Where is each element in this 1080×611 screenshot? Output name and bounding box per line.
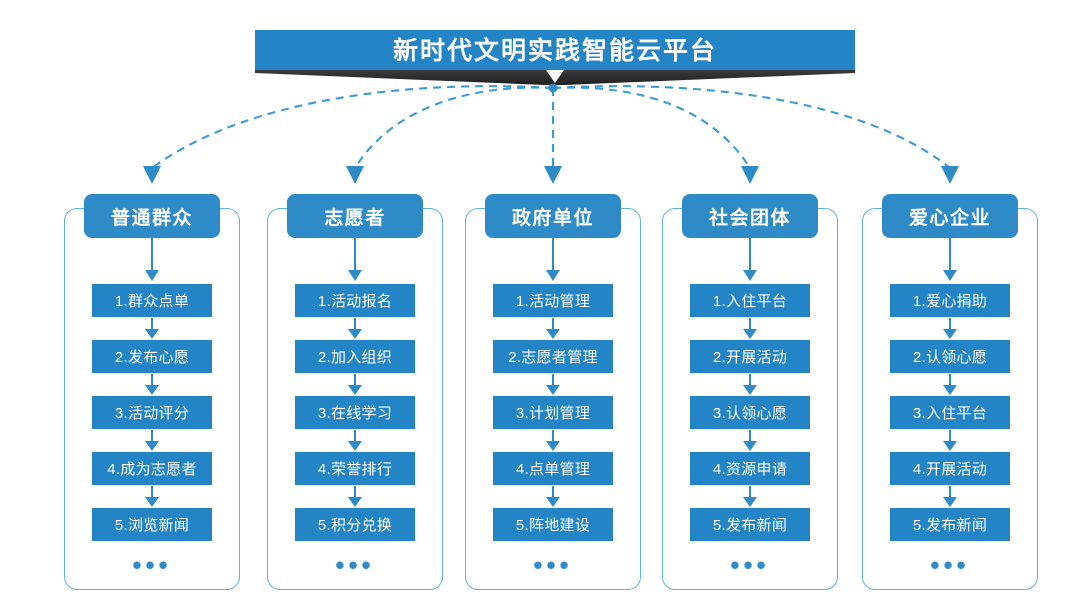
step-arrow-icon: [690, 317, 810, 340]
step-arrow-icon: [295, 429, 415, 452]
connector-arrowhead-2: [346, 166, 364, 184]
step-arrow-icon: [690, 373, 810, 396]
step-arrow-icon: [890, 485, 1010, 508]
step-arrow-icon: [493, 373, 613, 396]
page-title: 新时代文明实践智能云平台: [392, 37, 717, 65]
step-arrow-icon: [295, 317, 415, 340]
step-arrow-icon: [92, 429, 212, 452]
column-group: 普通群众 1.群众点单 2.发布心愿 3.活动评分 4.成为志愿者 5.浏览新闻…: [0, 194, 1080, 594]
step-item[interactable]: 5.发布新闻: [890, 508, 1010, 541]
column-social-group: 社会团体 1.入住平台 2.开展活动 3.认领心愿 4.资源申请 5.发布新闻 …: [654, 194, 846, 594]
header-connector-arrow: [943, 270, 957, 281]
more-items-ellipsis: •••: [335, 550, 375, 580]
more-items-ellipsis: •••: [533, 550, 573, 580]
column-header-4[interactable]: 社会团体: [682, 194, 818, 238]
header-connector-shaft: [552, 238, 554, 272]
step-item[interactable]: 4.资源申请: [690, 452, 810, 485]
step-item[interactable]: 1.活动管理: [493, 284, 613, 317]
header-connector-arrow: [348, 270, 362, 281]
step-item[interactable]: 5.阵地建设: [493, 508, 613, 541]
step-item[interactable]: 1.群众点单: [92, 284, 212, 317]
chevron-down-icon: [546, 70, 564, 83]
connector-to-col-1: [151, 85, 554, 169]
column-header-3[interactable]: 政府单位: [485, 194, 621, 238]
step-arrow-icon: [92, 373, 212, 396]
header-connector-arrow: [145, 270, 159, 281]
connector-to-col-4: [552, 86, 751, 169]
step-arrow-icon: [295, 373, 415, 396]
step-item[interactable]: 3.认领心愿: [690, 396, 810, 429]
header-connector-shaft: [749, 238, 751, 272]
step-item[interactable]: 3.活动评分: [92, 396, 212, 429]
step-list-3: 1.活动管理 2.志愿者管理 3.计划管理 4.点单管理 5.阵地建设 •••: [457, 284, 649, 580]
step-arrow-icon: [890, 373, 1010, 396]
header-connector-shaft: [354, 238, 356, 272]
step-item[interactable]: 4.成为志愿者: [92, 452, 212, 485]
more-items-ellipsis: •••: [730, 550, 770, 580]
step-item[interactable]: 4.点单管理: [493, 452, 613, 485]
step-item[interactable]: 1.活动报名: [295, 284, 415, 317]
step-list-1: 1.群众点单 2.发布心愿 3.活动评分 4.成为志愿者 5.浏览新闻 •••: [56, 284, 248, 580]
connector-to-col-5: [552, 85, 951, 169]
column-caring-enterprise: 爱心企业 1.爱心捐助 2.认领心愿 3.入住平台 4.开展活动 5.发布新闻 …: [854, 194, 1046, 594]
connector-arrowhead-1: [143, 166, 161, 184]
step-item[interactable]: 2.发布心愿: [92, 340, 212, 373]
step-arrow-icon: [493, 317, 613, 340]
column-header-2[interactable]: 志愿者: [287, 194, 423, 238]
step-arrow-icon: [92, 485, 212, 508]
step-item[interactable]: 2.开展活动: [690, 340, 810, 373]
column-ordinary-public: 普通群众 1.群众点单 2.发布心愿 3.活动评分 4.成为志愿者 5.浏览新闻…: [56, 194, 248, 594]
step-item[interactable]: 1.爱心捐助: [890, 284, 1010, 317]
step-item[interactable]: 3.入住平台: [890, 396, 1010, 429]
connector-arrowhead-3: [544, 166, 562, 184]
column-header-1[interactable]: 普通群众: [84, 194, 220, 238]
step-item[interactable]: 4.开展活动: [890, 452, 1010, 485]
step-item[interactable]: 4.荣誉排行: [295, 452, 415, 485]
step-arrow-icon: [690, 485, 810, 508]
step-arrow-icon: [890, 317, 1010, 340]
step-item[interactable]: 2.加入组织: [295, 340, 415, 373]
step-arrow-icon: [690, 429, 810, 452]
step-item[interactable]: 3.在线学习: [295, 396, 415, 429]
header-connector-arrow: [546, 270, 560, 281]
step-item[interactable]: 2.认领心愿: [890, 340, 1010, 373]
step-item[interactable]: 2.志愿者管理: [493, 340, 613, 373]
step-arrow-icon: [493, 485, 613, 508]
step-item[interactable]: 5.积分兑换: [295, 508, 415, 541]
column-header-5[interactable]: 爱心企业: [882, 194, 1018, 238]
step-item[interactable]: 5.发布新闻: [690, 508, 810, 541]
banner-bar: [255, 30, 855, 72]
header-connector-arrow: [743, 270, 757, 281]
step-list-2: 1.活动报名 2.加入组织 3.在线学习 4.荣誉排行 5.积分兑换 •••: [259, 284, 451, 580]
step-arrow-icon: [493, 429, 613, 452]
step-list-4: 1.入住平台 2.开展活动 3.认领心愿 4.资源申请 5.发布新闻 •••: [654, 284, 846, 580]
step-arrow-icon: [92, 317, 212, 340]
column-government-unit: 政府单位 1.活动管理 2.志愿者管理 3.计划管理 4.点单管理 5.阵地建设…: [457, 194, 649, 594]
step-item[interactable]: 3.计划管理: [493, 396, 613, 429]
connector-to-col-2: [354, 86, 554, 169]
header-connector-shaft: [151, 238, 153, 272]
more-items-ellipsis: •••: [132, 550, 172, 580]
connector-arrowhead-5: [941, 166, 959, 184]
more-items-ellipsis: •••: [930, 550, 970, 580]
step-list-5: 1.爱心捐助 2.认领心愿 3.入住平台 4.开展活动 5.发布新闻 •••: [854, 284, 1046, 580]
step-item[interactable]: 5.浏览新闻: [92, 508, 212, 541]
platform-title-banner: 新时代文明实践智能云平台: [255, 30, 855, 85]
header-connector-shaft: [949, 238, 951, 272]
step-arrow-icon: [295, 485, 415, 508]
step-item[interactable]: 1.入住平台: [690, 284, 810, 317]
column-volunteer: 志愿者 1.活动报名 2.加入组织 3.在线学习 4.荣誉排行 5.积分兑换 •…: [259, 194, 451, 594]
connector-arrowhead-4: [741, 166, 759, 184]
step-arrow-icon: [890, 429, 1010, 452]
